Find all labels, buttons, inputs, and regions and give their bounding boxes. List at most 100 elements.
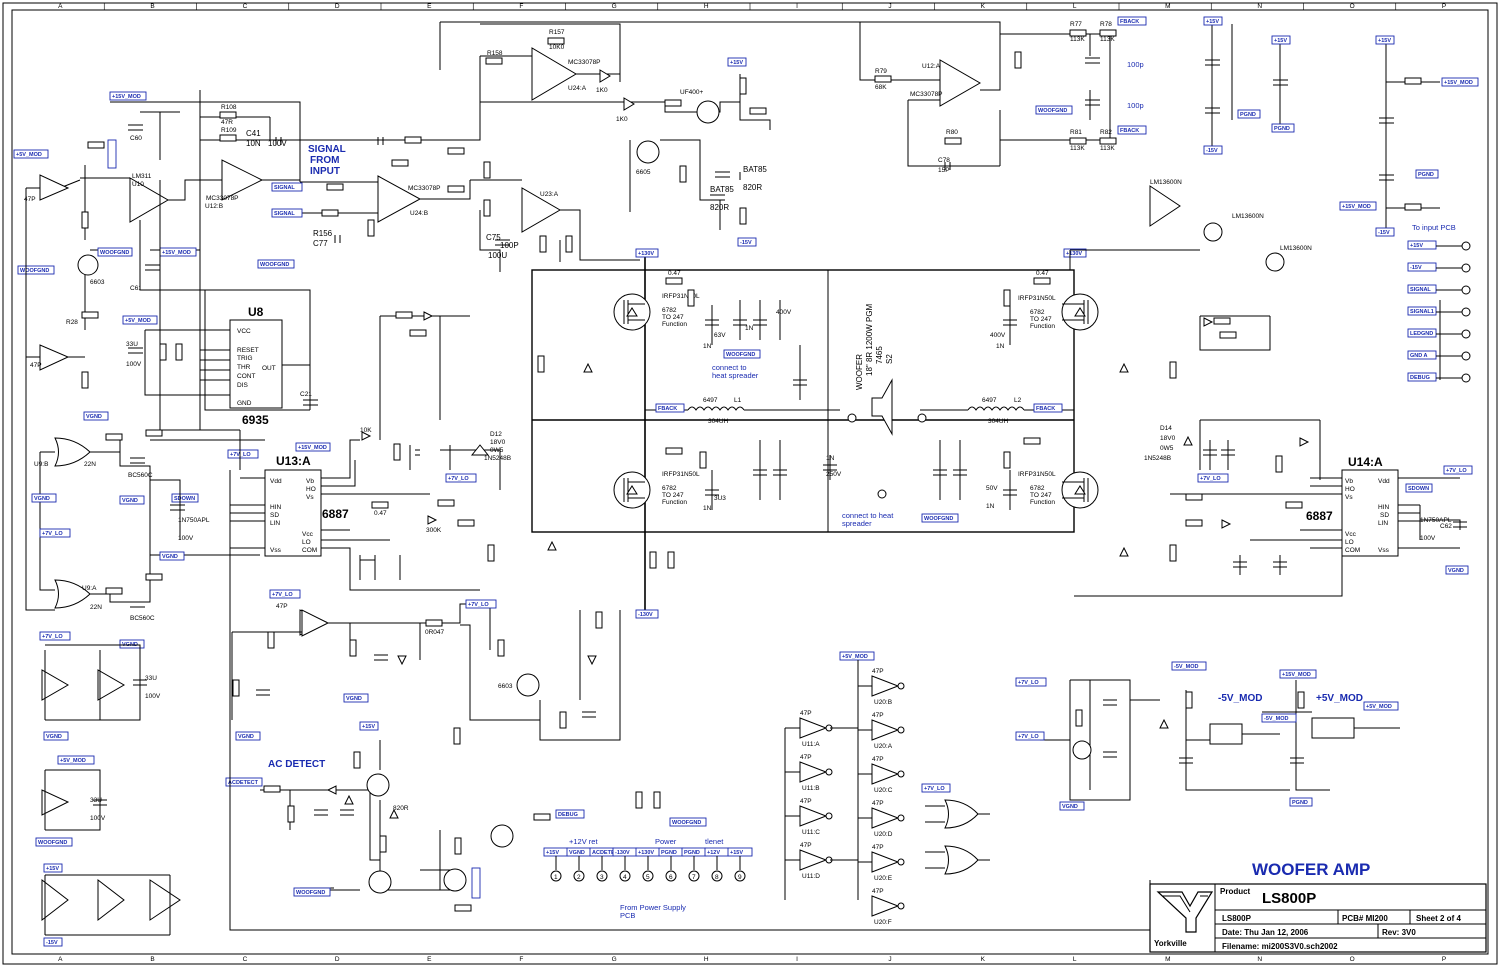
c250v: 1N <box>745 325 754 332</box>
regulators: -5V_MOD +5V_MOD -5V_MOD +15V_MOD -5V_MOD… <box>1015 661 1400 811</box>
port-7v-lo-7: +7V_LO <box>468 602 489 608</box>
ps-pin-number: 1 <box>554 874 558 881</box>
q-right-1-fn: Function <box>1030 323 1055 330</box>
port-sdown-1: SDOWN <box>174 496 195 502</box>
c75: 100P <box>500 241 519 250</box>
title-block: WOOFER AMP Product LS800P LS800P PCB# MI… <box>1149 860 1487 953</box>
ps-pin <box>642 870 654 882</box>
port-woofgnd-9: WOOFGND <box>672 820 701 826</box>
l2-val: 304UH <box>988 418 1009 425</box>
u24b-part: MC33078P <box>408 185 441 192</box>
grid-col-n-top: N <box>1257 3 1262 10</box>
ps-pin-number: 9 <box>738 874 742 881</box>
power-supply-connector: +12V ret Power tlenet From Power Supply … <box>543 791 753 920</box>
d12-ref: D12 <box>490 431 502 438</box>
port-m15v-d: -15V <box>46 940 58 946</box>
u11c-part: 47P <box>276 603 288 610</box>
port-15v-mod-5: +15V_MOD <box>298 445 327 451</box>
port-7v-lo-4: +7V_LO <box>448 476 469 482</box>
port-pgnd-1: PGND <box>1274 126 1290 132</box>
grid-col-d-bottom: D <box>335 956 340 963</box>
u14-part: 6887 <box>1306 509 1333 523</box>
port-m130v-1: -130V <box>638 612 653 618</box>
ps-pin <box>596 870 608 882</box>
pcb: PCB# MI200 <box>1342 914 1388 923</box>
connector-pin-4: SIGNAL1 <box>1410 309 1434 315</box>
ps-port-label-1: +15V <box>546 850 559 856</box>
u12a-ref: U12:A <box>922 63 941 70</box>
inverter-bubble <box>897 814 905 822</box>
u8-pin-reset: RESET <box>237 347 259 354</box>
c69-val: 33U <box>90 797 102 804</box>
u23a-ref: U23:A <box>540 191 559 198</box>
c3u3: 400V <box>776 309 792 316</box>
port-130v-2: +130V <box>1066 251 1082 257</box>
connector-pin-circle <box>1461 307 1471 317</box>
c78-val: 15P <box>938 167 950 174</box>
port-15v-mod-4: +15V_MOD <box>1342 204 1371 210</box>
port-15v-e: +15V <box>362 724 375 730</box>
u8-pin-vcc: VCC <box>237 328 251 335</box>
inverter-bubble <box>897 858 905 866</box>
signal-from-input-3: INPUT <box>310 166 340 177</box>
q9: 6605 <box>636 169 651 176</box>
u23d-part: LM13600N <box>1280 245 1312 252</box>
grid-col-d-top: D <box>335 3 340 10</box>
rev: Rev: 3V0 <box>1382 928 1416 937</box>
u9b-part: 22N <box>84 461 96 468</box>
label-12v-ret: +12V ret <box>569 837 598 846</box>
port-acdetect: ACDETECT <box>228 780 259 786</box>
ps-pin <box>665 870 677 882</box>
grid-col-p-top: P <box>1442 3 1446 10</box>
port-woofgnd-7: WOOFGND <box>296 890 325 896</box>
port-woofgnd-4: WOOFGND <box>1038 108 1067 114</box>
heat-spreader-1a: connect to <box>712 363 747 372</box>
port-pgnd-2: PGND <box>1240 112 1256 118</box>
port-vgnd-2: VGND <box>34 496 50 502</box>
u23c-part: LM13600N <box>1232 213 1264 220</box>
q-right-2-fn: Function <box>1030 499 1055 506</box>
c61: C61 <box>130 285 142 292</box>
q-left-2-part: IRFP31N50L <box>662 471 700 478</box>
from-ps-2: PCB <box>620 911 635 920</box>
u13-ref: U13:A <box>276 454 311 468</box>
r81-val: 113K <box>1070 145 1085 152</box>
c41: C41 <box>246 129 261 138</box>
c41-val: 10N <box>246 139 261 148</box>
u12a-part: MC33078P <box>910 91 943 98</box>
port-vgnd-3: VGND <box>122 498 138 504</box>
port-15v-c: +15V <box>1274 38 1287 44</box>
c77: R156 <box>313 229 333 238</box>
l1-part: 6497 <box>703 397 718 404</box>
connector-port-box <box>1407 240 1437 250</box>
q-left-2-fn: Function <box>662 499 687 506</box>
heat-spreader-2a: connect to heat <box>842 511 894 520</box>
port-15v-lo: +7V_LO <box>1018 680 1039 686</box>
inverter-u20-4-label: U20:D <box>874 831 893 838</box>
q-left-2-num: 6782 <box>662 485 677 492</box>
port-15v-a: +15V <box>730 60 743 66</box>
label-power: Power <box>655 837 677 846</box>
r158: R158 <box>487 50 503 57</box>
port-7v-lo-3: +7V_LO <box>272 592 293 598</box>
port-m15v-c: -15V <box>1378 230 1390 236</box>
c75-val: C75 <box>486 233 501 242</box>
u14-com: COM <box>1345 547 1360 554</box>
u13-part: 6887 <box>322 507 349 521</box>
d12-w: 0W5 <box>490 447 504 454</box>
r79: R79 <box>875 68 887 75</box>
q-left-1-fn: Function <box>662 321 687 328</box>
woofer-label: WOOFER <box>855 354 864 390</box>
inverter-cluster: +5V_MOD +7V_LO U20:B47PU20:A47PU20:C47PU… <box>784 651 990 926</box>
to-input-pcb: To input PCB <box>1412 223 1456 232</box>
inverter-u20-3 <box>871 763 900 785</box>
port-woofgnd-5: WOOFGND <box>726 352 755 358</box>
c7-val: 1N <box>826 455 835 462</box>
r82: R82 <box>1100 129 1112 136</box>
grid-col-j-top: J <box>888 3 891 10</box>
c7: 250V <box>826 471 842 478</box>
c86-v: 1N <box>996 343 1005 350</box>
u13-hin: HIN <box>270 504 282 511</box>
c82: 50V <box>986 485 998 492</box>
u14-vs: Vs <box>1345 494 1353 501</box>
